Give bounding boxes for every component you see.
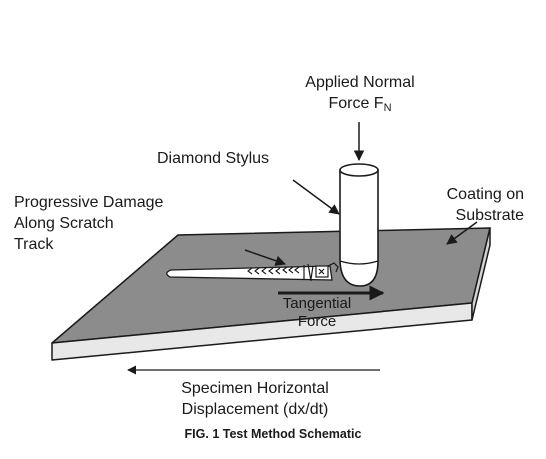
plate-side-face (471, 227, 491, 321)
diamond-stylus (339, 163, 379, 287)
damage-chevrons (247, 266, 300, 275)
coating-substrate-label: Coating on Substrate (420, 184, 524, 226)
diamond-stylus-leader (292, 179, 340, 215)
coating-line2: Substrate (455, 207, 524, 224)
stylus-body (339, 169, 379, 287)
displacement-line2: Displacement (dx/dt) (181, 401, 329, 418)
tangential-line2: Force (297, 313, 337, 330)
tangential-line1: Tangential (282, 295, 352, 312)
damage-line3: Track (14, 236, 54, 253)
scratch-track (166, 262, 339, 282)
coating-line1: Coating on (446, 186, 524, 203)
applied-force-text: Force F (328, 95, 384, 112)
stylus-top (339, 163, 379, 177)
applied-force-line1: Applied Normal (305, 74, 415, 91)
specimen-displacement-label: Specimen Horizontal Displacement (dx/dt) (150, 378, 360, 420)
damage-leader (244, 249, 286, 266)
diamond-stylus-label: Diamond Stylus (157, 150, 270, 167)
figure-caption: FIG. 1 Test Method Schematic (184, 427, 362, 441)
applied-normal-force-label: Applied Normal Force FN (290, 72, 430, 114)
displacement-line1: Specimen Horizontal (181, 380, 329, 397)
specimen-plate (51, 227, 491, 361)
stylus-tip-seam (339, 260, 379, 265)
damage-line2: Along Scratch (14, 215, 114, 232)
coating-leader (446, 221, 478, 245)
damage-line1: Progressive Damage (14, 194, 164, 211)
applied-force-line2: Force FN (290, 93, 430, 114)
coating-failure (303, 262, 339, 282)
tangential-force-label: Tangential Force (262, 295, 372, 331)
progressive-damage-label: Progressive Damage Along Scratch Track (14, 192, 163, 255)
applied-force-subscript: N (383, 102, 392, 114)
